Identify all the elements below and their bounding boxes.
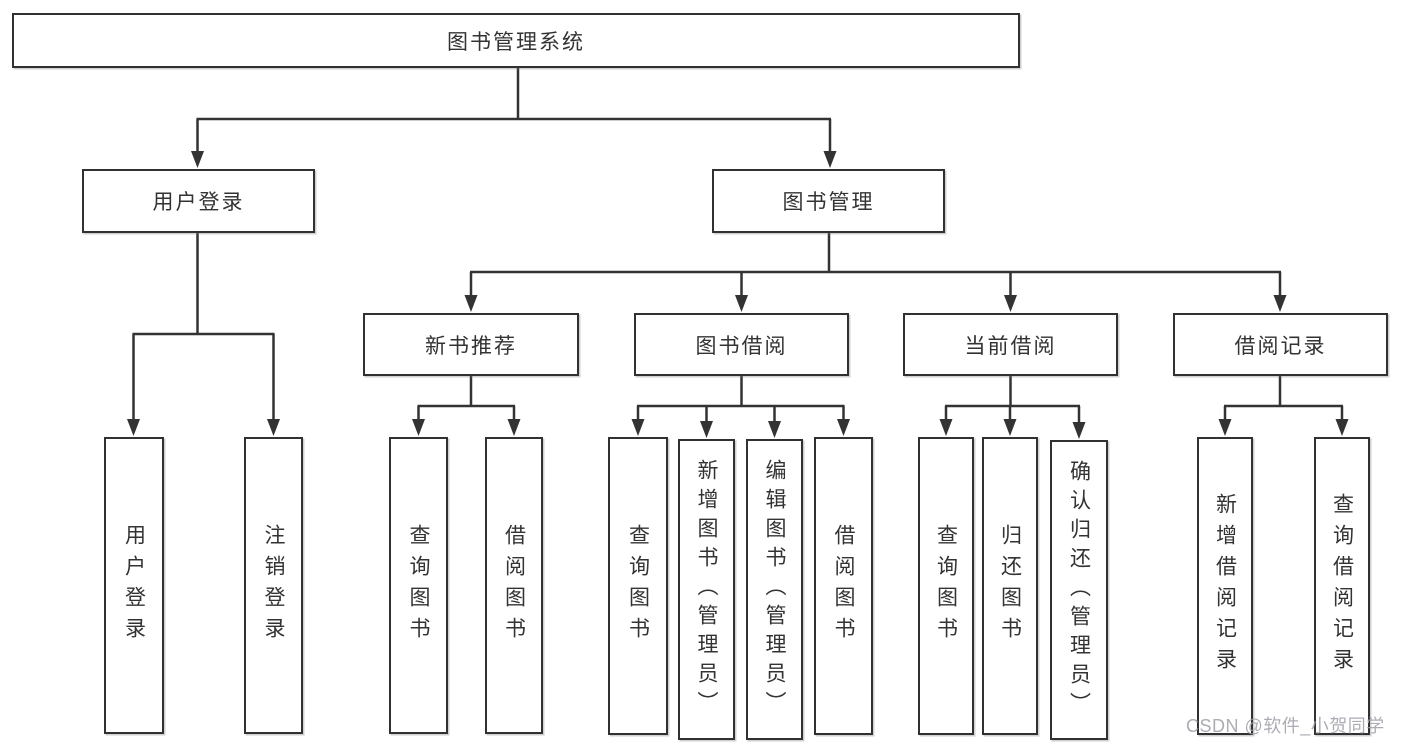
leaf-logout-label: 注销登录 (262, 523, 285, 648)
leaf-borrow-query-books: 查询图书 (608, 437, 668, 735)
node-book-management-label: 图书管理 (782, 191, 875, 214)
leaf-recommend-borrow-books-label: 借阅图书 (502, 523, 526, 648)
leaf-query-borrow-record: 查询借阅记录 (1314, 437, 1370, 735)
leaf-add-books-admin: 新增图书（管理员） (678, 439, 735, 740)
leaf-current-query-books: 查询图书 (918, 437, 974, 735)
leaf-borrow-books-label: 借阅图书 (832, 524, 855, 648)
node-book-management: 图书管理 (712, 169, 945, 233)
leaf-add-books-admin-label: 新增图书（管理员） (695, 459, 718, 720)
node-current-borrow-label: 当前借阅 (964, 334, 1057, 358)
leaf-logout: 注销登录 (244, 437, 303, 734)
node-borrow-records-label: 借阅记录 (1234, 334, 1327, 358)
node-borrow-records: 借阅记录 (1173, 313, 1388, 376)
node-root: 图书管理系统 (12, 13, 1020, 68)
leaf-recommend-query-books-label: 查询图书 (407, 523, 430, 648)
leaf-add-borrow-record-label: 新增借阅记录 (1213, 493, 1237, 679)
leaf-borrow-query-books-label: 查询图书 (626, 524, 650, 648)
leaf-current-query-books-label: 查询图书 (934, 524, 958, 648)
leaf-return-books-label: 归还图书 (998, 524, 1022, 648)
node-user-login-label: 用户登录 (152, 191, 245, 214)
leaf-confirm-return-admin-label: 确认归还（管理员） (1067, 459, 1091, 721)
leaf-return-books: 归还图书 (982, 437, 1038, 735)
leaf-add-borrow-record: 新增借阅记录 (1197, 437, 1253, 735)
node-new-book-recommend-label: 新书推荐 (425, 334, 517, 358)
leaf-confirm-return-admin: 确认归还（管理员） (1050, 440, 1108, 740)
leaf-user-login-label: 用户登录 (122, 523, 146, 648)
csdn-watermark: CSDN @软件_小贺同学 (1186, 716, 1385, 736)
node-new-book-recommend: 新书推荐 (363, 313, 579, 376)
node-current-borrow: 当前借阅 (903, 313, 1118, 376)
leaf-borrow-books: 借阅图书 (814, 437, 873, 735)
leaf-query-borrow-record-label: 查询借阅记录 (1330, 493, 1354, 679)
leaf-user-login: 用户登录 (104, 437, 164, 734)
node-book-borrow-label: 图书借阅 (695, 334, 788, 358)
node-user-login: 用户登录 (82, 169, 315, 233)
leaf-edit-books-admin: 编辑图书（管理员） (746, 439, 803, 740)
leaf-recommend-query-books: 查询图书 (389, 437, 448, 734)
leaf-edit-books-admin-label: 编辑图书（管理员） (763, 459, 786, 720)
node-root-label: 图书管理系统 (447, 30, 585, 54)
leaf-recommend-borrow-books: 借阅图书 (485, 437, 543, 734)
node-book-borrow: 图书借阅 (634, 313, 849, 376)
